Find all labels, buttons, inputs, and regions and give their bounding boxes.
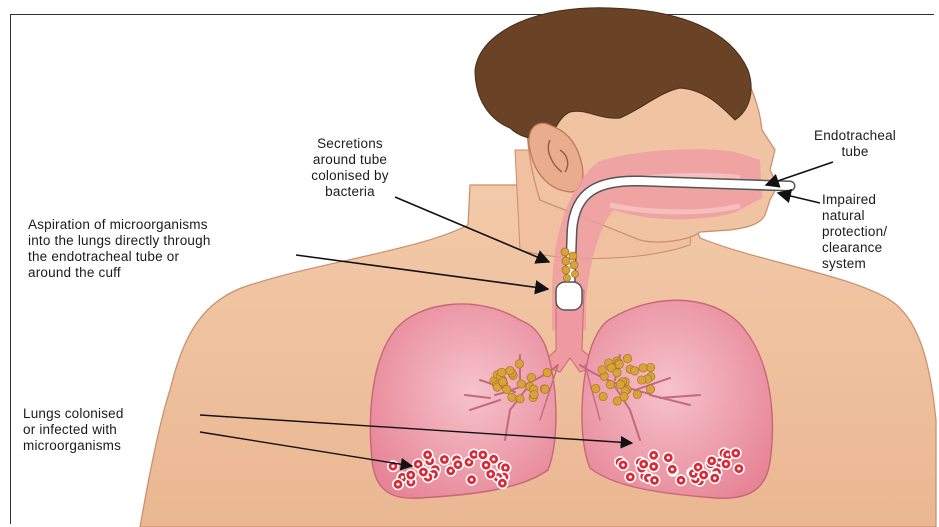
infected-cell-core xyxy=(697,466,700,469)
bacterium xyxy=(517,380,525,388)
infected-cell-core xyxy=(426,453,429,456)
infected-cell-core xyxy=(396,483,399,486)
infected-cell-core xyxy=(679,479,682,482)
infected-cell-core xyxy=(472,453,475,456)
infected-cell-core xyxy=(501,482,504,485)
bacterium xyxy=(623,354,631,362)
bacterium xyxy=(503,385,511,393)
bacterium xyxy=(527,373,535,381)
label-endotracheal-tube: Endotracheal tube xyxy=(795,128,915,160)
bacterium xyxy=(508,393,516,401)
bacterium xyxy=(646,363,654,371)
infected-cell-core xyxy=(409,481,412,484)
infected-cell-core xyxy=(391,465,394,468)
infected-cell-core xyxy=(702,473,705,476)
infected-cell-core xyxy=(622,463,625,466)
infected-cell-core xyxy=(443,458,446,461)
label-impaired-protection: Impaired natural protection/ clearance s… xyxy=(822,192,887,272)
infected-cell-core xyxy=(449,469,452,472)
infected-cell-core xyxy=(726,453,729,456)
infected-cell-core xyxy=(409,473,412,476)
infected-cell-core xyxy=(734,452,737,455)
infected-cell-core xyxy=(481,453,484,456)
bacterium xyxy=(633,390,641,398)
infected-cell-core xyxy=(489,472,492,475)
infected-cell-core xyxy=(724,462,727,465)
infected-cell-core xyxy=(692,472,695,475)
label-lungs-colonised: Lungs colonised or infected with microor… xyxy=(23,406,124,454)
bacterium xyxy=(613,369,621,377)
bacterium xyxy=(516,395,524,403)
bacterium xyxy=(620,393,628,401)
bacterium xyxy=(499,378,507,386)
infected-cell-core xyxy=(671,468,674,471)
bacterium xyxy=(631,367,639,375)
infected-cell-core xyxy=(653,479,656,482)
infected-cell-core xyxy=(492,458,495,461)
infected-cell-core xyxy=(485,464,488,467)
infected-cell-core xyxy=(467,461,470,464)
label-secretions: Secretions around tube colonised by bact… xyxy=(280,136,420,200)
infected-cell-core xyxy=(710,459,713,462)
infected-cell-core xyxy=(504,466,507,469)
bacterium xyxy=(615,360,623,368)
infected-cell-core xyxy=(401,476,404,479)
bacterium xyxy=(498,368,506,376)
infected-cell-core xyxy=(456,463,459,466)
infected-cell-core xyxy=(667,456,670,459)
infected-cell-core xyxy=(417,463,420,466)
bacterium xyxy=(598,366,606,374)
bacterium xyxy=(592,384,600,392)
infected-cell-core xyxy=(422,470,425,473)
infected-cell-core xyxy=(713,477,716,480)
bacterium xyxy=(506,367,514,375)
infected-cell-core xyxy=(629,475,632,478)
bacterium xyxy=(530,390,538,398)
bacterium xyxy=(543,368,551,376)
infected-cell-core xyxy=(652,465,655,468)
infected-cell-core xyxy=(642,463,645,466)
label-aspiration: Aspiration of microorganisms into the lu… xyxy=(28,217,211,281)
tube-cuff xyxy=(556,282,582,310)
bacterium xyxy=(639,364,647,372)
infected-cell-core xyxy=(737,467,740,470)
infected-cell-core xyxy=(652,454,655,457)
bacterium xyxy=(616,380,624,388)
arrow-endotracheal-tube xyxy=(766,162,833,185)
arrow-impaired-protection xyxy=(778,193,820,203)
bacterium xyxy=(646,385,654,393)
bacterium xyxy=(599,392,607,400)
bacterium xyxy=(638,376,646,384)
bacterium xyxy=(541,385,549,393)
bacterium xyxy=(606,380,614,388)
bacterium xyxy=(515,360,523,368)
infected-cell-core xyxy=(470,478,473,481)
